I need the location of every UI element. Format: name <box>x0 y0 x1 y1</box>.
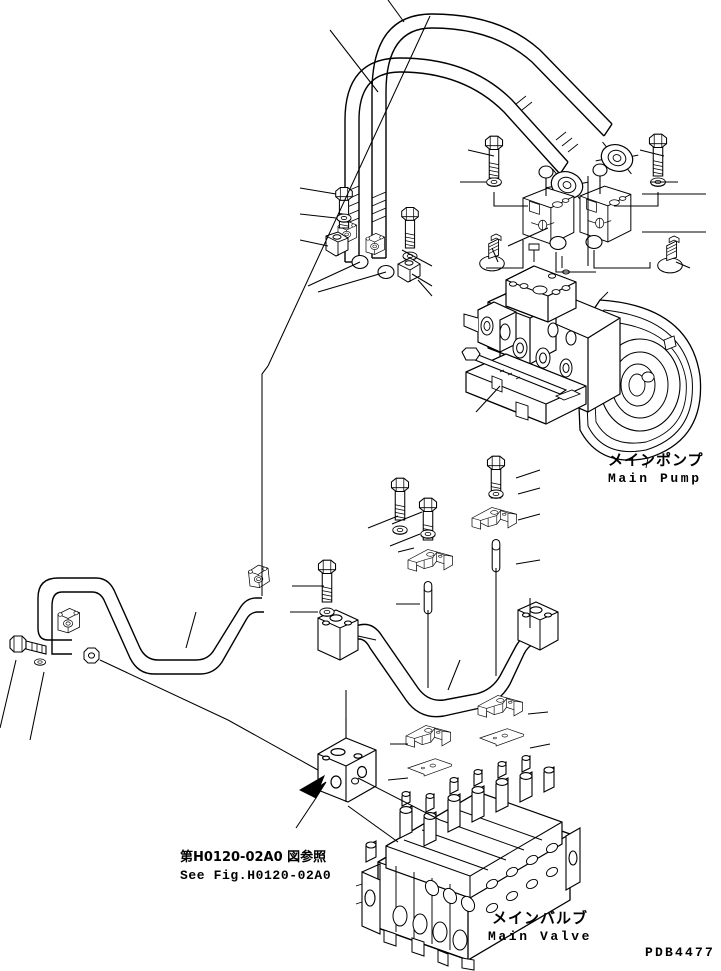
washer-mid-2 <box>420 529 436 539</box>
main-valve-label-jp: メインバルブ <box>492 909 589 927</box>
figure-reference-label-jp: 第H0120-02A0 図参照 <box>180 850 327 865</box>
clamp-stud-left <box>538 165 554 179</box>
main-valve-label-en: Main Valve <box>488 929 593 944</box>
clamp-block-leader-stems <box>545 174 601 196</box>
figure-reference-label-en: See Fig.H0120-02A0 <box>180 868 332 883</box>
washer-mid-4 <box>392 525 408 535</box>
hydraulic-tube-lower-left <box>37 577 264 675</box>
tube-left-washer <box>34 658 46 666</box>
spacer-pin-upper <box>491 538 501 573</box>
spacer-pin-mid <box>423 580 433 615</box>
hose-clamp-block-left <box>522 187 575 245</box>
stud-pump-b <box>585 234 603 250</box>
tube-left-nut <box>83 647 100 664</box>
tube-end-block-right-right <box>517 601 559 651</box>
main-pump-label-jp: メインポンプ <box>608 451 704 469</box>
main-valve-assembly <box>355 755 581 971</box>
pump-rail-bolt <box>461 347 568 395</box>
figure-reference-arrow <box>298 774 327 799</box>
hydraulic-tube-lower-right <box>339 623 535 718</box>
washer-mid-3 <box>488 489 504 499</box>
main-pump-assembly <box>461 243 702 469</box>
stud-upper-left-2 <box>377 264 395 280</box>
washer-upper-right-2 <box>650 177 666 188</box>
washer-mid-1 <box>319 607 335 617</box>
tube-left-mounting-bolt <box>9 635 47 655</box>
stud-upper-left-1 <box>351 254 369 270</box>
main-pump-label-en: Main Pump <box>608 471 702 486</box>
stud-pump-a <box>549 235 567 251</box>
washer-upper-right-1 <box>486 177 502 188</box>
hose-clamp-block-right <box>579 185 632 243</box>
tube-end-block-right-left <box>317 609 359 661</box>
washer-upper-left-1 <box>336 213 352 223</box>
drawing-number: PDB4477 <box>645 945 716 960</box>
clamp-stud-right <box>592 163 608 177</box>
